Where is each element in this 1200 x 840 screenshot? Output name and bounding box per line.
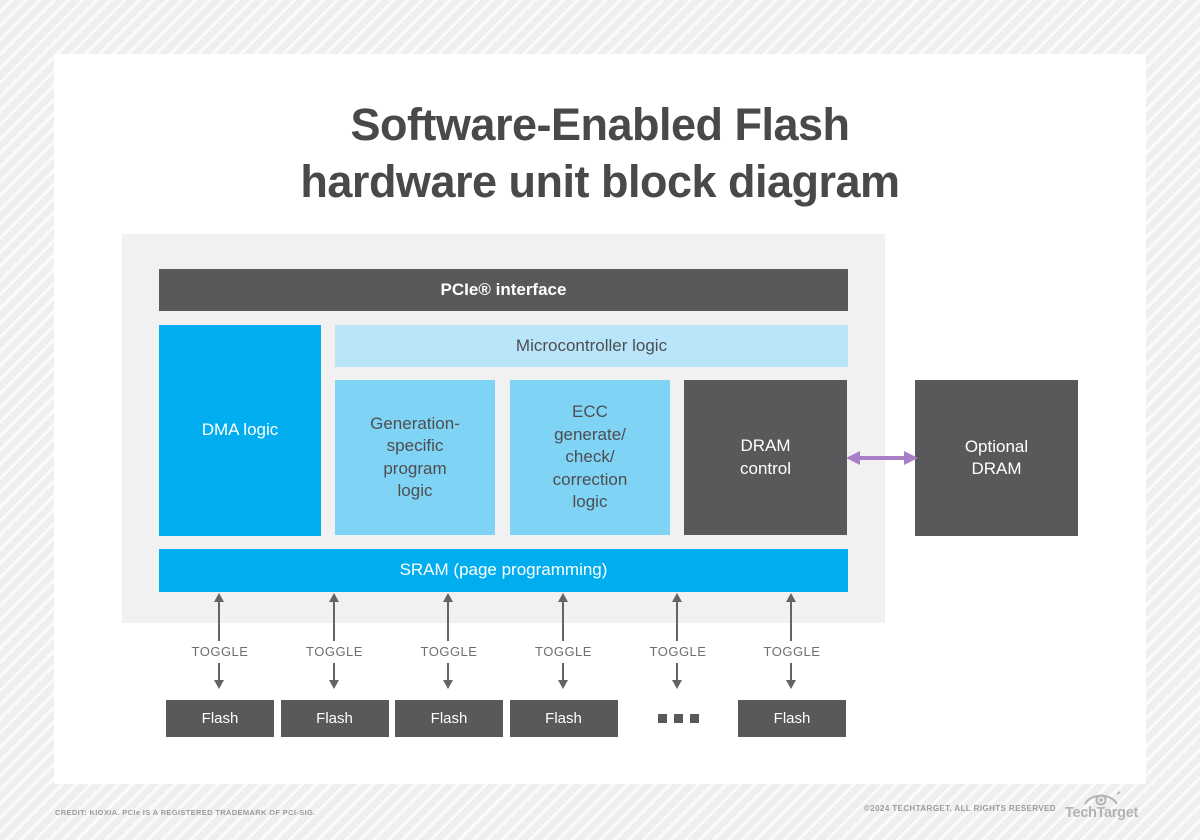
credit-text: CREDIT: KIOXIA. PCIe IS A REGISTERED TRA…	[55, 808, 316, 817]
toggle-label: TOGGLE	[306, 644, 363, 659]
toggle-channel: TOGGLE Flash	[509, 593, 618, 743]
toggle-label: TOGGLE	[535, 644, 592, 659]
arrow-line	[218, 601, 220, 641]
title-line-1: Software-Enabled Flash	[350, 99, 850, 150]
arrow-up-icon	[557, 593, 568, 602]
optional-dram-block: Optional DRAM	[915, 380, 1078, 536]
toggle-channel: TOGGLE Flash	[280, 593, 389, 743]
sram-block: SRAM (page programming)	[159, 549, 848, 592]
toggle-channel: TOGGLE Flash	[395, 593, 503, 743]
techtarget-logo: TechTarget	[1064, 790, 1138, 821]
flash-block: Flash	[738, 700, 846, 737]
flash-block: Flash	[395, 700, 503, 737]
arrow-up-icon	[328, 593, 339, 602]
arrow-line	[790, 663, 792, 682]
arrow-up-icon	[672, 593, 682, 602]
arrow-down-icon	[214, 680, 224, 689]
arrow-line	[218, 663, 220, 682]
bidirectional-arrow-icon	[846, 451, 918, 465]
copyright-text: ©2024 TECHTARGET. ALL RIGHTS RESERVED	[863, 804, 1056, 813]
toggle-channel: TOGGLE Flash	[738, 593, 846, 743]
techtarget-wordmark: TechTarget	[1064, 804, 1138, 821]
flash-block: Flash	[166, 700, 274, 737]
title-line-2: hardware unit block diagram	[300, 156, 900, 207]
flash-block: Flash	[509, 700, 618, 737]
techtarget-eye-icon	[1084, 790, 1121, 806]
flash-block: Flash	[280, 700, 389, 737]
microcontroller-logic-block: Microcontroller logic	[335, 325, 848, 367]
pcie-interface-block: PCIe® interface	[159, 269, 848, 311]
ellipsis-dots-icon	[624, 714, 732, 723]
generation-specific-program-logic-block: Generation- specific program logic	[335, 380, 495, 535]
arrow-down-icon	[672, 680, 682, 689]
arrow-up-icon	[443, 593, 453, 602]
toggle-label: TOGGLE	[420, 644, 478, 659]
arrow-down-icon	[557, 680, 568, 689]
arrow-line	[332, 663, 335, 682]
arrow-down-icon	[443, 680, 453, 689]
toggle-label: TOGGLE	[763, 644, 821, 659]
arrow-line	[447, 663, 449, 682]
toggle-label: TOGGLE	[191, 644, 249, 659]
arrow-line	[447, 601, 449, 641]
page-title: Software-Enabled Flash hardware unit blo…	[0, 96, 1200, 210]
arrow-line	[561, 663, 564, 682]
toggle-channel: TOGGLE Flash	[166, 593, 274, 743]
dram-control-block: DRAM control	[684, 380, 847, 535]
arrow-line	[790, 601, 792, 641]
arrow-line	[561, 601, 564, 641]
toggle-label: TOGGLE	[649, 644, 707, 659]
arrow-up-icon	[214, 593, 224, 602]
dma-logic-block: DMA logic	[159, 325, 321, 536]
toggle-channel: TOGGLE	[624, 593, 732, 743]
arrow-up-icon	[786, 593, 796, 602]
arrow-down-icon	[328, 680, 339, 689]
arrow-line	[332, 601, 335, 641]
arrow-down-icon	[786, 680, 796, 689]
ecc-logic-block: ECC generate/ check/ correction logic	[510, 380, 670, 535]
arrow-line	[676, 663, 678, 682]
footer-right: ©2024 TECHTARGET. ALL RIGHTS RESERVED Te…	[864, 790, 1138, 820]
arrow-line	[676, 601, 678, 641]
